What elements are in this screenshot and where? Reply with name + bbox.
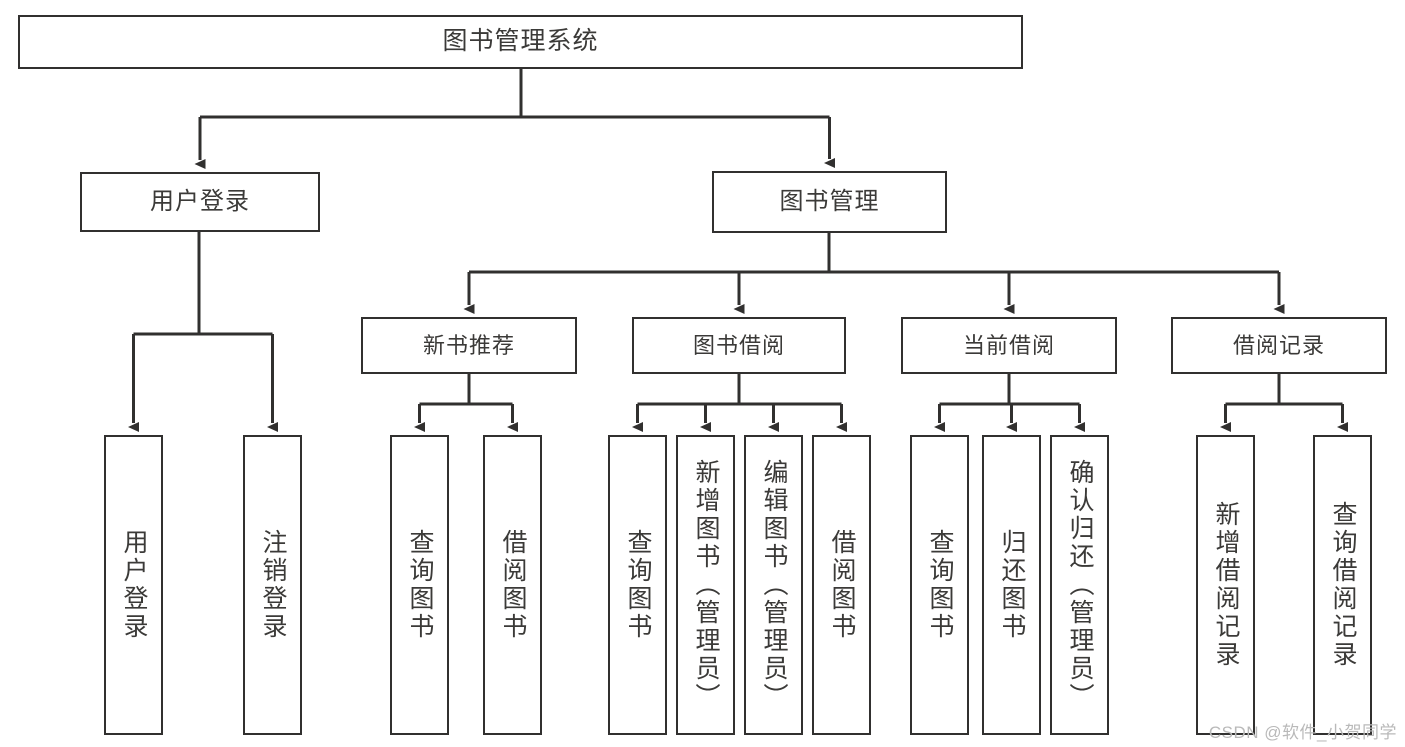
node-label: 查询图书: [624, 529, 652, 641]
node-leaf-query-record[interactable]: 查询借阅记录: [1313, 435, 1372, 735]
node-book-manage[interactable]: 图书管理: [712, 171, 947, 233]
node-current-borrow[interactable]: 当前借阅: [901, 317, 1117, 374]
node-label: 确认归还（管理员）: [1066, 459, 1094, 711]
node-label: 用户登录: [150, 187, 250, 215]
node-leaf-query-book-3[interactable]: 查询图书: [910, 435, 969, 735]
node-leaf-edit-book[interactable]: 编辑图书（管理员）: [744, 435, 803, 735]
node-book-borrow[interactable]: 图书借阅: [632, 317, 846, 374]
node-label: 新书推荐: [422, 332, 515, 358]
node-leaf-logout[interactable]: 注销登录: [243, 435, 302, 735]
node-borrow-record[interactable]: 借阅记录: [1171, 317, 1387, 374]
node-leaf-query-book-1[interactable]: 查询图书: [390, 435, 449, 735]
node-label: 图书管理系统: [442, 27, 599, 56]
node-leaf-add-record[interactable]: 新增借阅记录: [1196, 435, 1255, 735]
node-label: 借阅图书: [499, 529, 527, 641]
node-leaf-user-login[interactable]: 用户登录: [104, 435, 163, 735]
node-label: 用户登录: [120, 529, 148, 641]
node-label: 借阅记录: [1232, 332, 1325, 358]
node-leaf-confirm-return[interactable]: 确认归还（管理员）: [1050, 435, 1109, 735]
node-new-book-rec[interactable]: 新书推荐: [361, 317, 577, 374]
node-label: 图书管理: [779, 187, 880, 215]
node-leaf-query-book-2[interactable]: 查询图书: [608, 435, 667, 735]
node-label: 查询借阅记录: [1329, 501, 1357, 669]
node-leaf-borrow-book-2[interactable]: 借阅图书: [812, 435, 871, 735]
node-label: 归还图书: [998, 529, 1026, 641]
node-label: 新增借阅记录: [1212, 501, 1240, 669]
node-label: 图书借阅: [692, 332, 785, 358]
node-label: 查询图书: [406, 529, 434, 641]
node-user-login[interactable]: 用户登录: [80, 172, 320, 232]
node-label: 注销登录: [259, 529, 287, 641]
node-label: 借阅图书: [828, 529, 856, 641]
node-label: 查询图书: [926, 529, 954, 641]
node-leaf-borrow-book-1[interactable]: 借阅图书: [483, 435, 542, 735]
node-label: 编辑图书（管理员）: [760, 459, 788, 711]
node-label: 新增图书（管理员）: [692, 459, 720, 711]
node-label: 当前借阅: [962, 332, 1055, 358]
node-leaf-add-book[interactable]: 新增图书（管理员）: [676, 435, 735, 735]
node-root[interactable]: 图书管理系统: [18, 15, 1023, 69]
watermark-text: CSDN @软件_小贺同学: [1208, 723, 1397, 742]
node-leaf-return-book[interactable]: 归还图书: [982, 435, 1041, 735]
